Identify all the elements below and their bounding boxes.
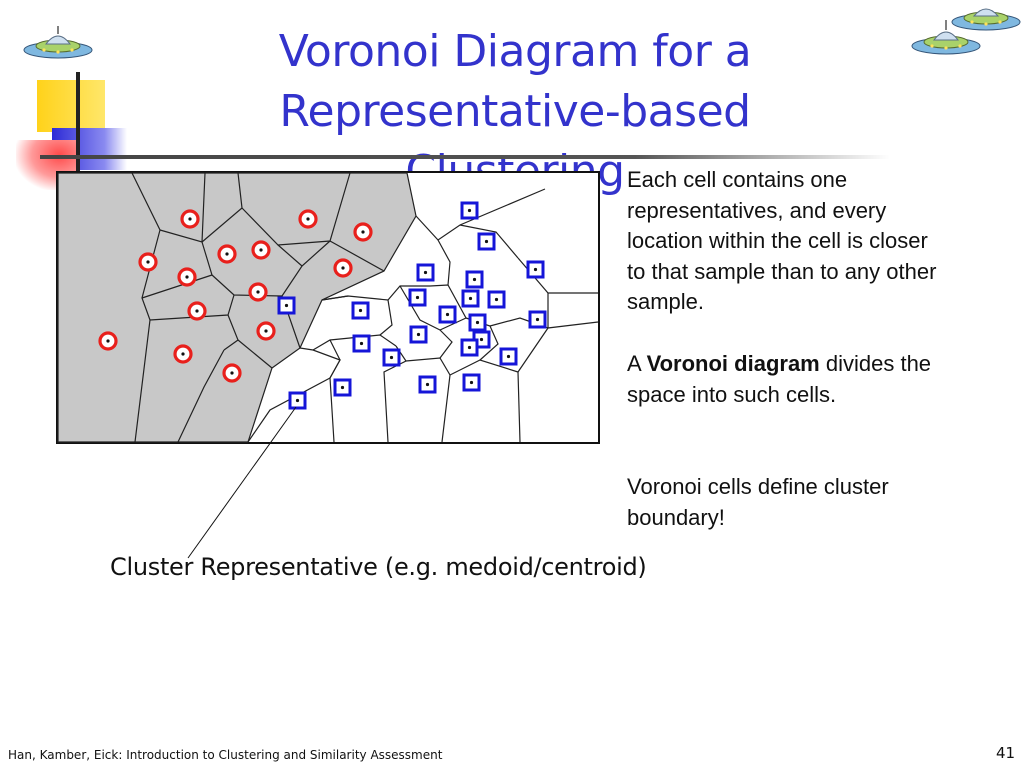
blue-marker	[409, 325, 428, 344]
blue-marker	[460, 201, 479, 220]
red-marker	[173, 344, 193, 364]
blue-marker	[528, 310, 547, 329]
blue-marker	[416, 263, 435, 282]
blue-marker	[477, 232, 496, 251]
page-number: 41	[996, 744, 1016, 762]
red-marker	[333, 258, 353, 278]
red-marker	[251, 240, 271, 260]
red-marker	[353, 222, 373, 242]
paragraph2-suffix: divides the space into such cells.	[627, 351, 932, 407]
blue-marker	[487, 290, 506, 309]
decor-yellow-block	[37, 80, 105, 132]
blue-marker	[333, 378, 352, 397]
red-marker	[177, 267, 197, 287]
paragraph2-prefix: A	[627, 351, 647, 376]
red-marker	[298, 209, 318, 229]
red-marker	[187, 301, 207, 321]
red-marker	[180, 209, 200, 229]
blue-marker	[418, 375, 437, 394]
blue-marker	[288, 391, 307, 410]
blue-marker	[277, 296, 296, 315]
red-marker	[256, 321, 276, 341]
ufo-icon	[23, 26, 93, 59]
red-cell-edges	[131, 172, 385, 443]
blue-markers	[277, 201, 547, 410]
blue-marker	[408, 288, 427, 307]
red-markers	[98, 209, 373, 383]
blue-marker	[461, 289, 480, 308]
blue-marker	[382, 348, 401, 367]
red-marker	[217, 244, 237, 264]
footer-text: Han, Kamber, Eick: Introduction to Clust…	[8, 748, 443, 762]
ufo-icon	[911, 20, 981, 55]
blue-marker	[499, 347, 518, 366]
explanation-paragraph-3: Voronoi cells define cluster boundary!	[627, 474, 889, 530]
representative-caption: Cluster Representative (e.g. medoid/cent…	[110, 553, 647, 581]
blue-marker	[438, 305, 457, 324]
red-marker	[138, 252, 158, 272]
explanation-paragraph-1: Each cell contains one representatives, …	[627, 167, 937, 314]
blue-marker	[460, 338, 479, 357]
blue-marker	[468, 313, 487, 332]
decor-vertical-rule	[76, 72, 80, 190]
slide-title-line1: Voronoi Diagram for a	[278, 26, 752, 77]
ufo-icon	[951, 8, 1021, 31]
blue-marker	[351, 301, 370, 320]
caption-pointer-line	[187, 406, 297, 559]
voronoi-term: Voronoi diagram	[646, 351, 820, 376]
title-underline	[40, 155, 890, 159]
blue-marker	[526, 260, 545, 279]
blue-marker	[352, 334, 371, 353]
red-cluster-region	[57, 172, 417, 443]
red-marker	[248, 282, 268, 302]
blue-marker	[462, 373, 481, 392]
blue-marker	[465, 270, 484, 289]
red-marker	[222, 363, 242, 383]
red-marker	[98, 331, 118, 351]
blue-cell-edges	[247, 188, 599, 443]
explanation-paragraph-2: A Voronoi diagram divides the space into…	[627, 349, 947, 410]
